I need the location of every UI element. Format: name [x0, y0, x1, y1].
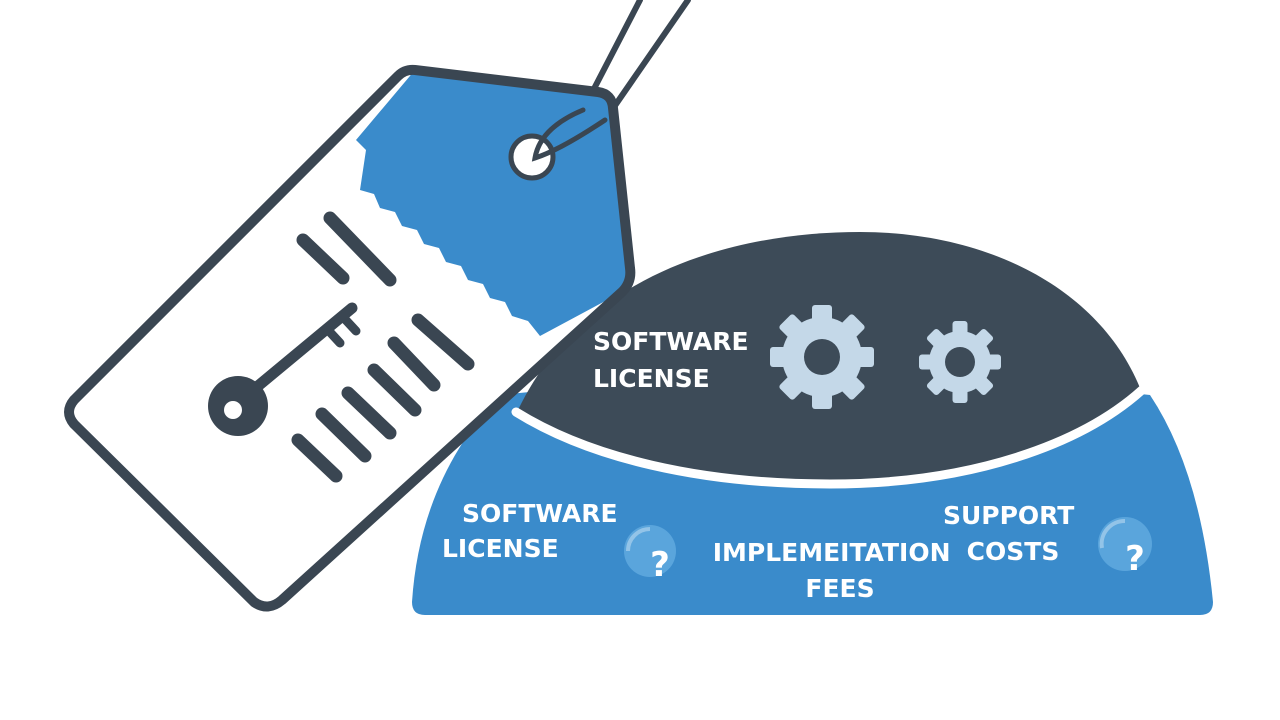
svg-text:?: ?	[1125, 539, 1145, 579]
price-tag-icon	[64, 64, 636, 612]
support-costs-label: SUPPORT COSTS	[943, 501, 1083, 566]
cost-dome: SOFTWARE LICENSE SOFTWARE LICENSE ? IMPL…	[412, 232, 1213, 615]
implementation-fees-label: IMPLEMEITATION FEES	[713, 538, 960, 603]
question-badge-icon: ?	[1098, 517, 1152, 579]
gear-icon	[770, 305, 874, 409]
dome-divider	[511, 385, 1147, 489]
bottom-license-label: SOFTWARE LICENSE	[442, 499, 626, 563]
key-icon	[208, 302, 361, 436]
question-badge-icon: ?	[624, 525, 676, 585]
svg-text:?: ?	[650, 545, 670, 585]
gear-icon	[919, 321, 1001, 403]
tag-blue-header	[356, 70, 631, 336]
tag-text-lines	[291, 211, 475, 483]
top-license-label: SOFTWARE LICENSE	[593, 327, 757, 393]
